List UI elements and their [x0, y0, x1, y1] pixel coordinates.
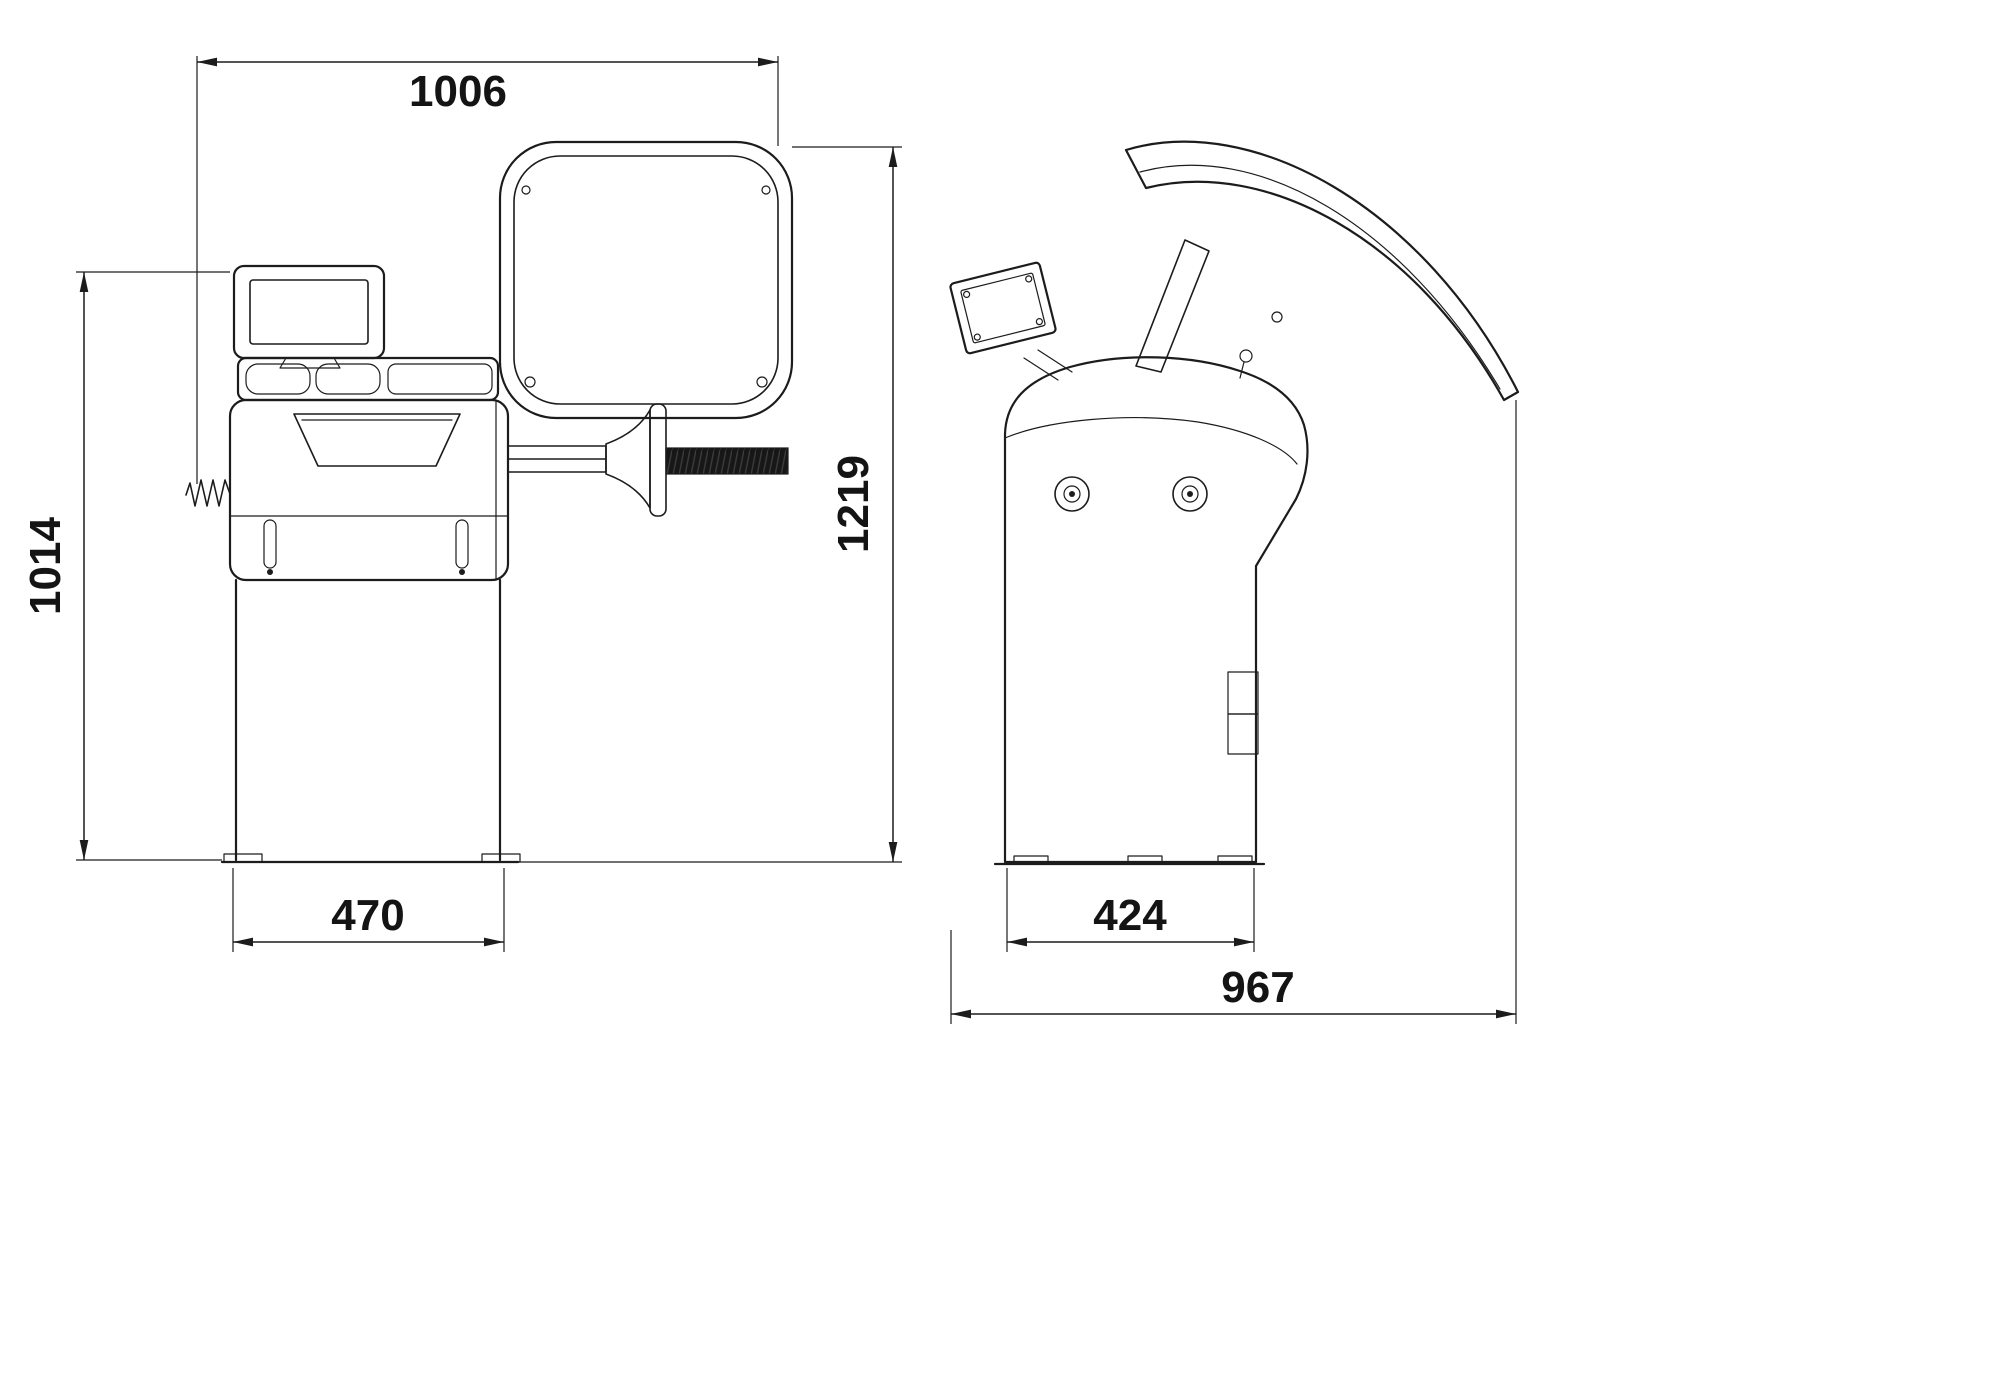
power-cord-coil	[185, 479, 231, 507]
tray-pocket-right	[387, 363, 493, 395]
dimension-overall-depth: 967	[950, 400, 1517, 1024]
tray-pocket-middle	[315, 363, 381, 395]
display-panel-side	[949, 261, 1057, 355]
threaded-shaft	[665, 447, 789, 475]
dimension-side-base-depth: 424	[1006, 868, 1255, 952]
body-bolt-left	[267, 569, 273, 575]
dimension-label: 1219	[829, 455, 878, 553]
base-foot-right	[481, 853, 521, 863]
wheel-guard-outer	[498, 140, 794, 420]
guard-screw-bottom-right	[756, 376, 768, 388]
panel-screw	[973, 333, 981, 341]
side-access-panel-lower	[1227, 713, 1259, 755]
monitor-screen	[249, 279, 369, 345]
body-recess	[293, 413, 461, 467]
side-view	[949, 140, 1520, 866]
guard-screw-bottom-left	[524, 376, 536, 388]
adjustment-knob-left	[1054, 476, 1090, 512]
side-body	[1003, 356, 1309, 864]
control-lever	[1239, 349, 1253, 379]
monitor-stand	[279, 357, 341, 369]
hood-support-arm	[1135, 239, 1210, 373]
dimension-label: 967	[1221, 963, 1294, 1012]
dimension-label: 470	[331, 891, 404, 940]
knob-outer	[1054, 476, 1090, 512]
guard-screw-top-left	[521, 185, 531, 195]
side-access-panel-upper	[1227, 671, 1259, 715]
spindle-shaft	[507, 445, 607, 473]
dimension-label: 1006	[409, 67, 507, 116]
body-bolt-right	[459, 569, 465, 575]
pedestal	[234, 578, 502, 862]
dimension-front-base-width: 470	[232, 868, 505, 952]
dimension-overall-width: 1006	[196, 56, 779, 484]
lever-knob	[1239, 349, 1253, 363]
lever-stem	[1239, 361, 1245, 379]
knob-inner	[1181, 485, 1199, 503]
dimension-overall-height: 1219	[512, 146, 902, 863]
hood-pivot-pin	[1271, 311, 1283, 323]
hood-outer	[1124, 140, 1520, 402]
knob-center	[1187, 491, 1193, 497]
shaft-bell-adapter	[605, 409, 651, 509]
body-slot-left	[263, 519, 277, 569]
tray-pocket-left	[245, 363, 311, 395]
machine-body	[228, 398, 510, 582]
dimensions: 1006 1014 1219 470 424	[21, 56, 1517, 1024]
base-foot-left	[223, 853, 263, 863]
body-slot-right	[455, 519, 469, 569]
panel-outline	[949, 261, 1057, 355]
adjustment-knob-right	[1172, 476, 1208, 512]
hood-rim-line	[1139, 164, 1501, 390]
dimension-label: 1014	[21, 517, 70, 615]
panel-face	[960, 272, 1046, 344]
side-base-foot-right	[1217, 855, 1253, 865]
knob-outer	[1172, 476, 1208, 512]
panel-screw	[1035, 318, 1043, 326]
panel-screw	[963, 290, 971, 298]
knob-inner	[1063, 485, 1081, 503]
panel-screw	[1025, 275, 1033, 283]
side-base-foot-middle	[1127, 855, 1163, 865]
side-body-seam	[1004, 417, 1298, 465]
dimension-label: 424	[1093, 891, 1167, 940]
front-view	[185, 140, 794, 864]
shaft-flange-disc	[649, 403, 667, 517]
wheel-guard-inner	[513, 155, 779, 405]
panel-support-arm	[1023, 349, 1073, 381]
side-base-foot-left	[1013, 855, 1049, 865]
dimension-console-height: 1014	[21, 271, 230, 861]
knob-center	[1069, 491, 1075, 497]
guard-screw-top-right	[761, 185, 771, 195]
